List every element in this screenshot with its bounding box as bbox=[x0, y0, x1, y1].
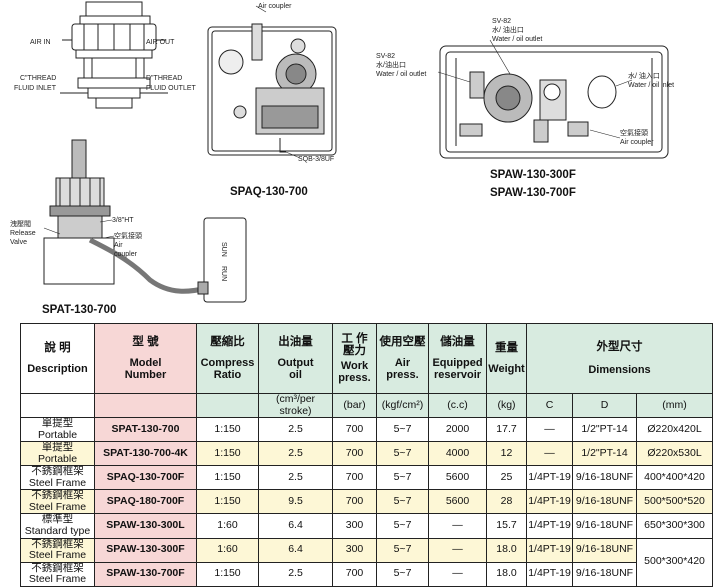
header-row-units: (cm³/per stroke) (bar) (kgf/cm²) (c.c) (… bbox=[20, 392, 714, 419]
header-reservoir: 儲油量 Equipped reservoir bbox=[428, 323, 487, 394]
work-unit: (bar) bbox=[332, 392, 377, 419]
spat-air-coupler-label-1: Air bbox=[114, 242, 123, 249]
spaq-unit-drawing bbox=[207, 23, 337, 156]
spaw-inlet-label: Water / oil inlet bbox=[628, 82, 674, 89]
spaw-inlet-zh-label: 水/ 油入口 bbox=[628, 71, 660, 80]
spaw-sv82-top-label: SV-82 bbox=[492, 18, 511, 25]
spaw-air-coupler-zh-label: 空氣接頭 bbox=[620, 128, 648, 137]
spaw-sv82-left-label: SV-82 bbox=[376, 53, 395, 60]
brand-run: RUN bbox=[220, 266, 227, 281]
output-unit: (cm³/per stroke) bbox=[258, 392, 333, 419]
header-work: 工 作 壓力 Work press. bbox=[332, 323, 377, 394]
reservoir-unit: (c.c) bbox=[428, 392, 487, 419]
release-valve-label-2: Valve bbox=[10, 239, 27, 246]
d-thread-label: D"THREAD bbox=[146, 75, 182, 82]
product-drawings: AIR IN AIR OUT C"THREAD FLUID INLET D"TH… bbox=[10, 1, 674, 316]
weight-unit: (kg) bbox=[486, 392, 527, 419]
header-air: 使用空壓 Air press. bbox=[376, 323, 429, 394]
fluid-inlet-label: FLUID INLET bbox=[14, 85, 57, 92]
spaw-unit-drawing bbox=[439, 45, 669, 159]
header-weight: 重量 Weight bbox=[486, 323, 527, 394]
dim-c-header: C bbox=[526, 392, 573, 419]
header-output: 出油量 Output oil bbox=[258, 323, 333, 394]
spaw-outlet-zh-left-label: 水/油出口 bbox=[376, 60, 406, 69]
spaw-outlet-zh-top-label: 水/ 油出口 bbox=[492, 25, 524, 34]
release-valve-label-1: Release bbox=[10, 230, 36, 237]
spat-model-caption: SPAT-130-700 bbox=[42, 304, 116, 316]
air-out-label: AIR OUT bbox=[146, 39, 175, 46]
header-description: 說 明 Description bbox=[20, 323, 95, 394]
spaw-model-caption-1: SPAW-130-300F bbox=[490, 169, 576, 181]
ht-label: 3/8"HT bbox=[112, 217, 134, 224]
spat-unit-drawing bbox=[43, 139, 247, 303]
spaw-outlet-left-label: Water / oil outlet bbox=[376, 71, 426, 78]
header-compress: 壓縮比 Compress Ratio bbox=[196, 323, 259, 394]
header-dimensions: 外型尺寸 Dimensions bbox=[525, 323, 714, 394]
spaq-air-coupler-label: Air coupler bbox=[258, 3, 292, 10]
spaw-outlet-top-label: Water / oil outlet bbox=[492, 36, 542, 43]
spat-air-coupler-zh-label: 空氣接頭 bbox=[114, 231, 142, 240]
release-valve-zh-label: 洩壓閥 bbox=[10, 219, 31, 228]
spaq-model-caption: SPAQ-130-700 bbox=[230, 186, 308, 198]
dim-mm-header: (mm) bbox=[635, 392, 714, 419]
spaw-model-caption-2: SPAW-130-700F bbox=[490, 187, 576, 199]
spat-air-coupler-label-2: coupler bbox=[114, 251, 138, 258]
spaw-air-coupler-label: Air coupler bbox=[620, 139, 654, 146]
header-row-main: 說 明 Description 型 號 Model Number 壓縮比 Com… bbox=[20, 323, 714, 394]
header-model: 型 號 Model Number bbox=[94, 323, 197, 394]
shared-dimension-cell: 500*300*420 bbox=[635, 537, 714, 587]
air-unit: (kgf/cm²) bbox=[376, 392, 429, 419]
spat-pump-diagram bbox=[60, 1, 168, 109]
air-in-label: AIR IN bbox=[30, 39, 51, 46]
brand-sun: SUN bbox=[220, 242, 227, 257]
dim-d-header: D bbox=[572, 392, 637, 419]
spec-table: 說 明 Description 型 號 Model Number 壓縮比 Com… bbox=[20, 323, 714, 587]
fluid-outlet-label: FLUID OUTLET bbox=[146, 85, 197, 92]
c-thread-label: C"THREAD bbox=[20, 75, 56, 82]
spaq-sqb-label: SQB-3/8UF bbox=[298, 156, 334, 163]
